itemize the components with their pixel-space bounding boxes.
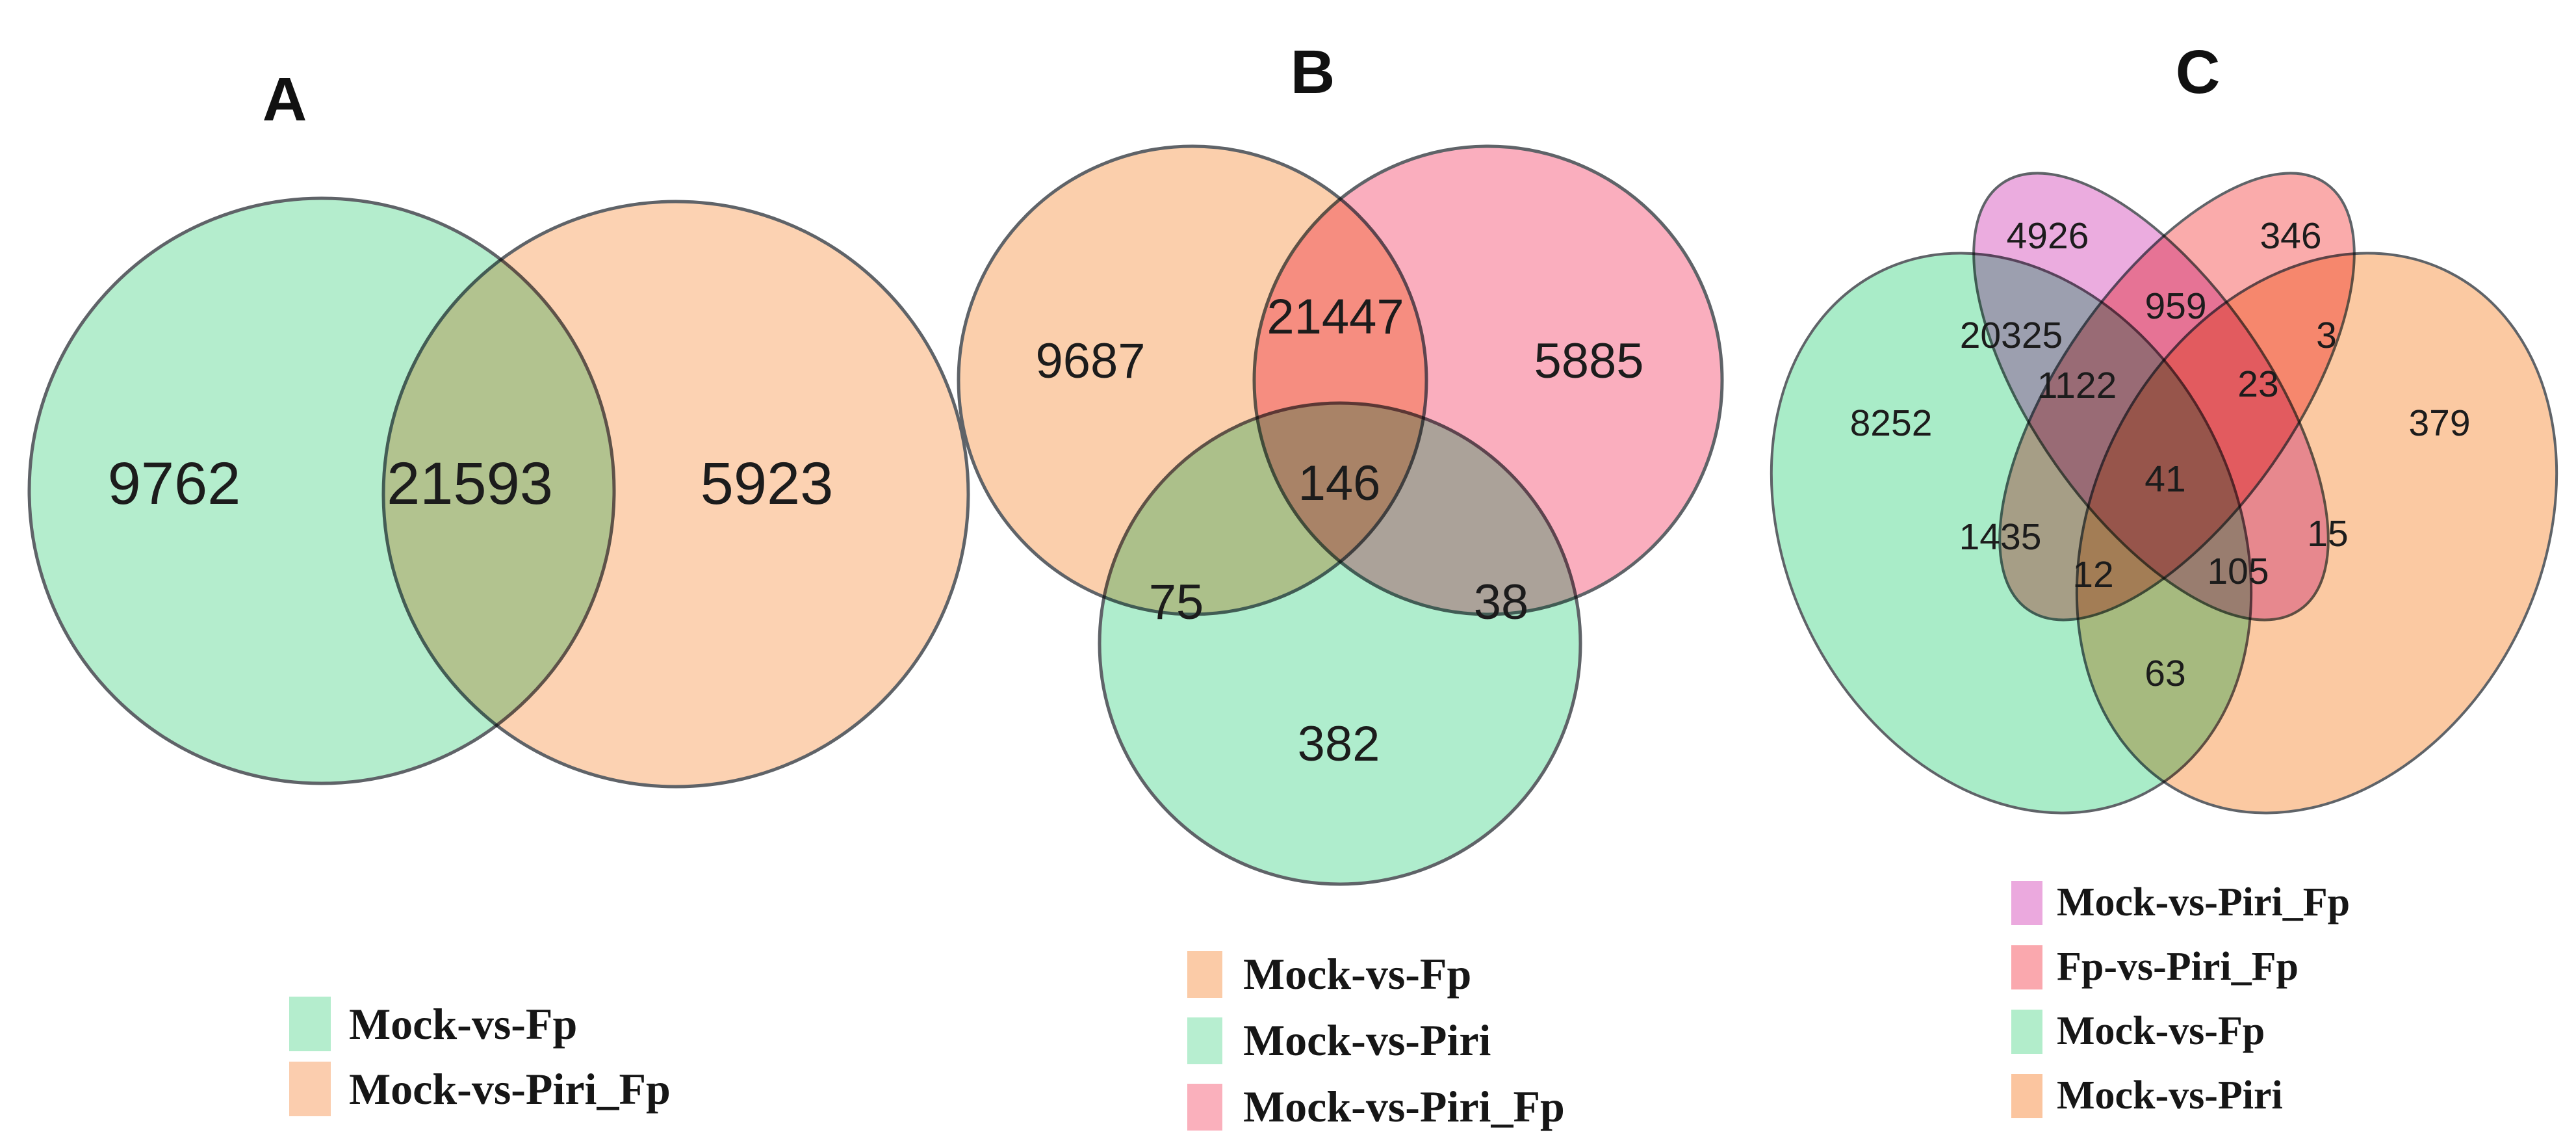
- legend-swatch-mock-vs-fp: [2011, 1009, 2042, 1054]
- legend-row: Mock-vs-Piri_Fp: [1187, 1081, 1565, 1132]
- panel-c-label: C: [2175, 38, 2221, 107]
- venn-c-ellipse-mock-vs-piri: [2075, 252, 2558, 815]
- legend-swatch-mock-vs-fp: [1187, 950, 1222, 998]
- legend-row: Fp-vs-Piri_Fp: [2011, 944, 2350, 990]
- venn-c-count-bc: 959: [2145, 285, 2206, 327]
- venn-c-count-ac: 1435: [1959, 516, 2042, 558]
- swatch-rect: [2011, 1073, 2042, 1118]
- venn-c-count-abc: 1122: [2037, 365, 2117, 406]
- legend-panel-a: Mock-vs-Fp Mock-vs-Piri_Fp: [289, 997, 671, 1127]
- legend-row: Mock-vs-Piri: [2011, 1073, 2350, 1119]
- venn-c-count-bcd: 23: [2237, 363, 2278, 405]
- legend-label: Mock-vs-Piri_Fp: [2057, 880, 2351, 924]
- legend-label: Mock-vs-Fp: [2057, 1009, 2265, 1053]
- swatch-rect: [1187, 1083, 1222, 1131]
- legend-row: Mock-vs-Piri_Fp: [289, 1062, 671, 1116]
- legend-label: Mock-vs-Piri_Fp: [1243, 1082, 1565, 1131]
- swatch-rect: [2011, 1009, 2042, 1054]
- legend-row: Mock-vs-Piri: [1187, 1015, 1565, 1066]
- legend-row: Mock-vs-Fp: [289, 997, 671, 1051]
- panel-a-label: A: [262, 65, 307, 134]
- venn-b-count-center: 146: [1298, 456, 1381, 511]
- legend-swatch-mock-vs-piri: [1187, 1017, 1222, 1064]
- venn-c-count-abcd: 41: [2145, 458, 2185, 500]
- venn-b-circle-mock-vs-piri: [1098, 401, 1582, 886]
- venn-c-count-b-only: 4926: [2007, 215, 2089, 257]
- legend-swatch-fp-vs-piri-fp: [2011, 945, 2042, 989]
- legend-swatch-mock-vs-piri: [2011, 1073, 2042, 1118]
- venn-a-count-mock-vs-piri-fp: 5923: [701, 451, 834, 517]
- venn-c-count-cd: 3: [2316, 315, 2337, 356]
- legend-panel-b: Mock-vs-Fp Mock-vs-Piri Mock-vs-Piri_Fp: [1187, 949, 1565, 1139]
- legend-swatch-mock-vs-piri-fp: [2011, 880, 2042, 925]
- legend-swatch-mock-vs-piri-fp: [1187, 1083, 1222, 1131]
- swatch-rect: [1187, 1017, 1222, 1064]
- venn-b-count-fp-only: 9687: [1035, 334, 1145, 389]
- venn-c-count-a-only: 8252: [1850, 402, 1933, 444]
- venn-diagram-b: 9687 21447 5885 146 75 38 382: [957, 144, 1724, 886]
- venn-c-count-acd: 12: [2072, 554, 2113, 596]
- venn-c-count-bd: 15: [2307, 513, 2348, 555]
- legend-label: Mock-vs-Piri: [2057, 1073, 2283, 1118]
- venn-a-count-intersection: 21593: [387, 451, 553, 517]
- legend-row: Mock-vs-Piri_Fp: [2011, 880, 2350, 926]
- legend-swatch-mock-vs-piri-fp: [289, 1062, 331, 1116]
- venn-a-circle-mock-vs-piri-fp: [381, 200, 970, 789]
- venn-c-count-abd: 105: [2207, 551, 2269, 592]
- venn-b-count-fp-piri: 75: [1149, 575, 1204, 630]
- venn-diagram-a: 9762 21593 5923: [27, 196, 970, 789]
- swatch-rect: [2011, 945, 2042, 989]
- venn-b-count-piri-pirifp: 38: [1474, 575, 1529, 630]
- panel-b-label: B: [1290, 38, 1335, 107]
- venn-a-count-mock-vs-fp: 9762: [108, 451, 241, 517]
- swatch-rect: [289, 997, 331, 1051]
- venn-c-count-ab: 20325: [1960, 315, 2063, 356]
- legend-label: Mock-vs-Piri_Fp: [349, 1064, 671, 1114]
- venn-diagram-c: 4926 346 959 20325 3 8252 1122 23 379 41…: [1770, 172, 2558, 815]
- legend-label: Fp-vs-Piri_Fp: [2057, 945, 2299, 989]
- venn-b-count-piri-only: 382: [1298, 716, 1380, 772]
- legend-row: Mock-vs-Fp: [1187, 949, 1565, 1000]
- legend-swatch-mock-vs-fp: [289, 997, 331, 1051]
- swatch-rect: [2011, 880, 2042, 925]
- swatch-rect: [289, 1062, 331, 1116]
- legend-label: Mock-vs-Fp: [1243, 949, 1472, 999]
- venn-c-count-c-only: 346: [2260, 215, 2321, 257]
- venn-b-count-fp-pirifp: 21447: [1267, 289, 1404, 345]
- venn-c-count-ad: 63: [2145, 653, 2185, 694]
- legend-row: Mock-vs-Fp: [2011, 1008, 2350, 1054]
- legend-panel-c: Mock-vs-Piri_Fp Fp-vs-Piri_Fp Mock-vs-Fp…: [2011, 880, 2350, 1137]
- venn-c-count-d-only: 379: [2408, 402, 2470, 444]
- legend-label: Mock-vs-Fp: [349, 999, 578, 1049]
- venn-b-count-pirifp-only: 5885: [1534, 334, 1643, 389]
- legend-label: Mock-vs-Piri: [1243, 1015, 1491, 1065]
- swatch-rect: [1187, 950, 1222, 998]
